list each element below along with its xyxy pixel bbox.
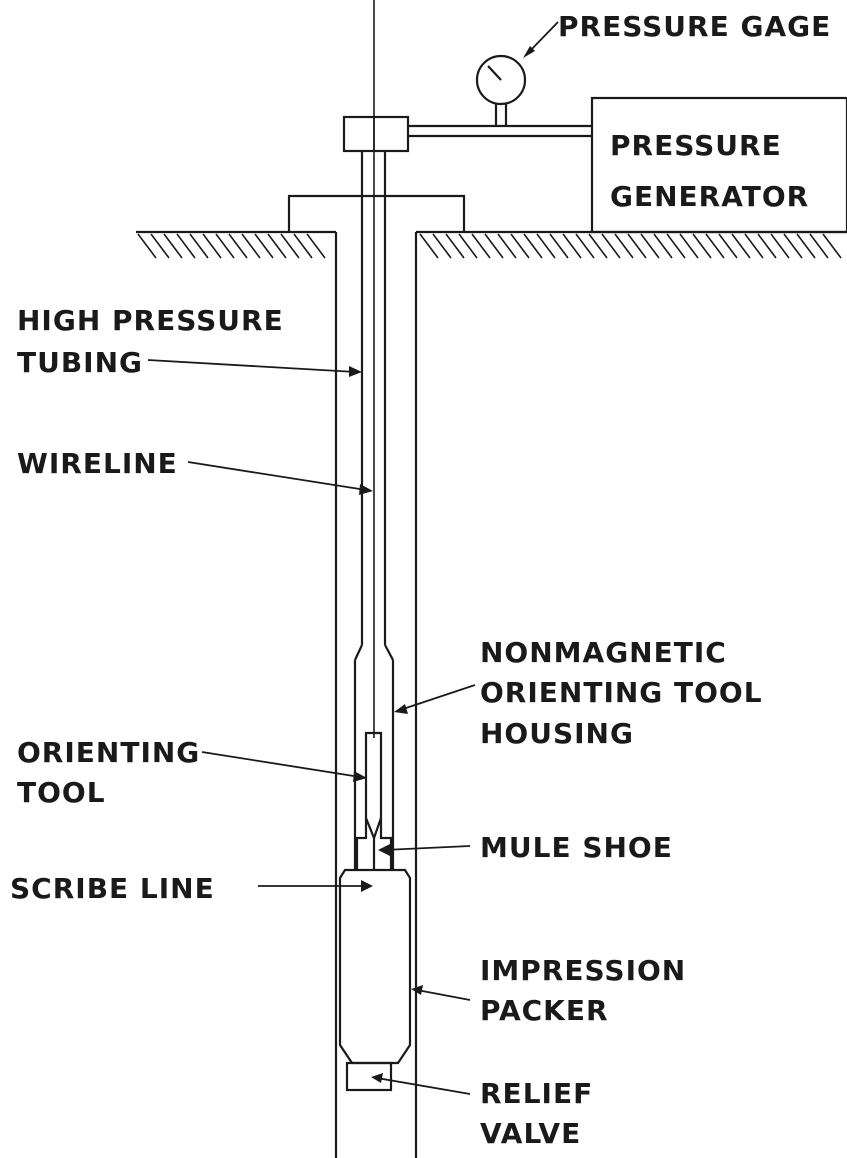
ground-hatch-stroke bbox=[679, 233, 699, 259]
ground-hatch-stroke bbox=[471, 233, 491, 259]
ground-hatch-stroke bbox=[306, 233, 326, 259]
leader-pressure-gage bbox=[523, 21, 559, 58]
ground-hatch-stroke bbox=[202, 233, 222, 259]
relief-valve bbox=[345, 1061, 393, 1092]
ground-hatch-stroke bbox=[549, 233, 569, 259]
impression-packer bbox=[338, 868, 412, 1065]
wellhead-base-plate bbox=[287, 194, 466, 232]
orienting-tool bbox=[364, 731, 383, 842]
leader-housing bbox=[394, 684, 476, 714]
ground-hatch-stroke bbox=[497, 233, 517, 259]
ground-hatch-stroke bbox=[280, 233, 300, 259]
ground-hatch-stroke bbox=[783, 233, 803, 259]
label-pressure-generator-line2: GENERATOR bbox=[610, 180, 809, 213]
ground-hatch-stroke bbox=[601, 233, 621, 259]
ground-hatch-stroke bbox=[796, 233, 816, 259]
ground-hatch-stroke bbox=[215, 233, 235, 259]
ground-hatch-stroke bbox=[718, 233, 738, 259]
label-high-pressure-line1: HIGH PRESSURE bbox=[17, 304, 284, 337]
ground-hatch-stroke bbox=[536, 233, 556, 259]
orienting-tool-housing bbox=[353, 644, 395, 870]
ground-hatch-stroke bbox=[189, 233, 209, 259]
leader-wireline bbox=[187, 461, 373, 495]
label-high-pressure-line2: TUBING bbox=[17, 346, 143, 379]
ground-hatch-stroke bbox=[228, 233, 248, 259]
label-wireline: WIRELINE bbox=[17, 447, 178, 480]
leader-relief-valve bbox=[371, 1073, 471, 1095]
ground-hatch-stroke bbox=[640, 233, 660, 259]
label-pressure-gage: PRESSURE GAGE bbox=[558, 10, 831, 43]
ground-hatch-stroke bbox=[562, 233, 582, 259]
ground-hatch-stroke bbox=[445, 233, 465, 259]
ground-hatch-stroke bbox=[432, 233, 452, 259]
ground-hatch-stroke bbox=[176, 233, 196, 259]
ground-hatch-stroke bbox=[241, 233, 261, 259]
label-orienting-tool-line2: TOOL bbox=[17, 776, 106, 809]
ground-hatch-stroke bbox=[744, 233, 764, 259]
ground-hatch-stroke bbox=[627, 233, 647, 259]
pressure-line bbox=[408, 103, 592, 138]
label-orienting-tool-line1: ORIENTING bbox=[17, 736, 200, 769]
ground-hatch-stroke bbox=[575, 233, 595, 259]
ground-hatch-stroke bbox=[254, 233, 274, 259]
leader-orienting-tool bbox=[201, 751, 367, 782]
label-nonmagnetic-line3: HOUSING bbox=[480, 717, 634, 750]
label-impression-packer-line2: PACKER bbox=[480, 994, 609, 1027]
label-relief-valve-line2: VALVE bbox=[480, 1117, 581, 1150]
ground-hatch-stroke bbox=[822, 233, 842, 259]
mule-shoe bbox=[355, 818, 393, 870]
ground-hatch-stroke bbox=[163, 233, 183, 259]
ground-hatch-stroke bbox=[705, 233, 725, 259]
ground-hatch-stroke bbox=[267, 233, 287, 259]
label-pressure-generator-line1: PRESSURE bbox=[610, 129, 782, 162]
ground-hatch-stroke bbox=[653, 233, 673, 259]
label-nonmagnetic-line1: NONMAGNETIC bbox=[480, 636, 727, 669]
label-scribe-line: SCRIBE LINE bbox=[10, 872, 215, 905]
label-mule-shoe: MULE SHOE bbox=[480, 831, 673, 864]
borehole-walls bbox=[334, 232, 418, 1158]
ground-hatch-stroke bbox=[137, 233, 157, 259]
ground-hatch-stroke bbox=[757, 233, 777, 259]
ground-hatch-stroke bbox=[293, 233, 313, 259]
ground-hatch-stroke bbox=[731, 233, 751, 259]
ground-hatch-stroke bbox=[809, 233, 829, 259]
ground-hatch-stroke bbox=[484, 233, 504, 259]
ground-hatch-stroke bbox=[458, 233, 478, 259]
leader-scribe-line bbox=[258, 880, 373, 892]
label-impression-packer-line1: IMPRESSION bbox=[480, 954, 686, 987]
ground-hatch-stroke bbox=[692, 233, 712, 259]
high-pressure-tubing bbox=[360, 150, 387, 645]
ground-hatching-right bbox=[419, 233, 842, 259]
pressure-gage-icon bbox=[475, 54, 527, 106]
ground-hatching-left bbox=[137, 233, 326, 259]
ground-hatch-stroke bbox=[614, 233, 634, 259]
leader-impression-packer bbox=[411, 985, 471, 1001]
label-nonmagnetic-line2: ORIENTING TOOL bbox=[480, 676, 763, 709]
ground-hatch-stroke bbox=[510, 233, 530, 259]
leader-high-pressure-tubing bbox=[147, 359, 362, 377]
leader-mule-shoe bbox=[378, 844, 471, 856]
ground-hatch-stroke bbox=[588, 233, 608, 259]
ground-surface bbox=[136, 230, 847, 259]
ground-hatch-stroke bbox=[150, 233, 170, 259]
pressure-generator-box bbox=[590, 96, 847, 234]
wellhead-fitting bbox=[342, 115, 410, 153]
label-relief-valve-line1: RELIEF bbox=[480, 1077, 593, 1110]
ground-hatch-stroke bbox=[666, 233, 686, 259]
ground-hatch-stroke bbox=[523, 233, 543, 259]
ground-hatch-stroke bbox=[419, 233, 439, 259]
ground-hatch-stroke bbox=[770, 233, 790, 259]
